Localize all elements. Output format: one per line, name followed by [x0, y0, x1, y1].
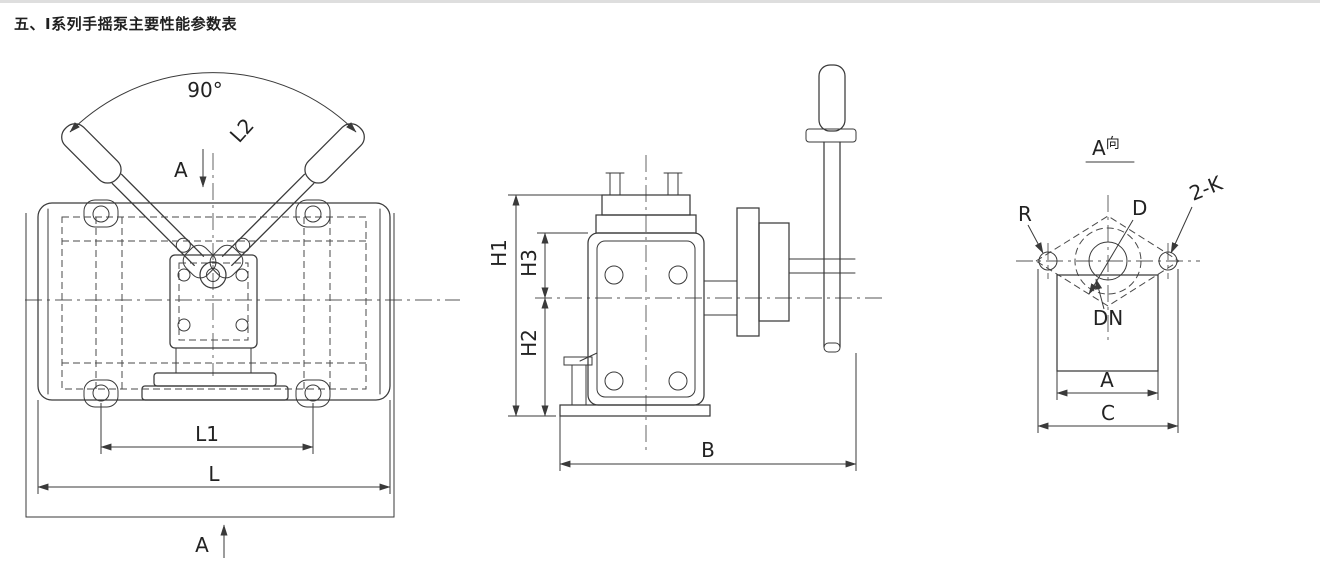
left-handle	[61, 123, 217, 279]
handle-pin-hole	[175, 237, 191, 253]
handle-length-label: L2	[225, 113, 259, 147]
outlet-plate	[736, 207, 760, 337]
a-view-label: A向	[1092, 136, 1120, 160]
angle-label: 90°	[187, 78, 222, 102]
view-a-top-label: A	[174, 158, 188, 182]
body-hidden-lines	[61, 216, 367, 390]
outlet-assembly	[703, 207, 856, 337]
hub-inner	[206, 268, 220, 282]
flange-circle	[1074, 227, 1142, 295]
diameter-label: D	[1132, 196, 1147, 220]
dim-b: B	[559, 353, 857, 471]
dim-h1: H1	[487, 194, 602, 417]
pump-body-outline	[37, 202, 391, 401]
mounting-tabs	[83, 199, 331, 408]
dim-l-label: L	[208, 462, 220, 486]
dim-l: L	[37, 400, 391, 494]
dim-c: C	[1037, 269, 1179, 433]
front-view: 90° L2 A	[25, 72, 460, 558]
side-view: H1 H3 H2 B	[487, 64, 885, 471]
flange	[169, 254, 258, 349]
lever-grip	[818, 64, 846, 132]
body-outline	[1056, 274, 1159, 372]
handle-fork	[182, 244, 217, 279]
handle-lever	[805, 64, 857, 353]
bolt-hole-right	[1158, 251, 1178, 271]
radius-label: R	[1018, 202, 1032, 226]
dim-l1-label: L1	[195, 422, 219, 446]
dim-c-label: C	[1101, 401, 1115, 425]
handle-pin-hole	[235, 237, 251, 253]
dim-a-label: A	[1100, 368, 1114, 392]
radius-leader	[1027, 224, 1044, 254]
lever-crossbar	[805, 128, 857, 143]
view-a-bottom-label: A	[195, 533, 209, 557]
right-handle	[209, 123, 365, 279]
bore-label: DN	[1093, 306, 1123, 330]
angle-arc	[69, 72, 357, 133]
base-plate	[559, 404, 711, 417]
section-envelope	[25, 213, 395, 518]
bolt-holes-leader	[1170, 206, 1193, 254]
dim-a: A	[1056, 368, 1159, 400]
dim-h3: H3	[517, 232, 588, 299]
hub-outer	[199, 261, 227, 289]
dim-h2-label: H2	[517, 329, 541, 357]
dim-l1: L1	[100, 403, 314, 454]
dim-h3-label: H3	[517, 249, 541, 277]
handle-grip	[304, 123, 365, 184]
bore-circle	[1088, 241, 1128, 281]
drain-fitting	[563, 352, 598, 406]
page-title: 五、I系列手摇泵主要性能参数表	[14, 15, 238, 33]
a-direction-view: A向 R D 2-K DN A	[1016, 136, 1226, 433]
bolt-holes-label: 2-K	[1186, 171, 1226, 206]
bore-leader	[1095, 278, 1105, 310]
pedestal	[141, 347, 289, 401]
handle-fork	[209, 244, 244, 279]
bolt-hole-left	[1038, 251, 1058, 271]
outlet-block	[758, 222, 790, 322]
technical-drawing: 90° L2 A	[25, 64, 1226, 558]
flange-outline	[1035, 215, 1180, 307]
handle-grip	[61, 123, 122, 184]
pump-head	[595, 172, 697, 234]
dim-h1-label: H1	[487, 239, 511, 267]
dim-b-label: B	[701, 438, 715, 462]
dim-h2: H2	[517, 297, 549, 417]
